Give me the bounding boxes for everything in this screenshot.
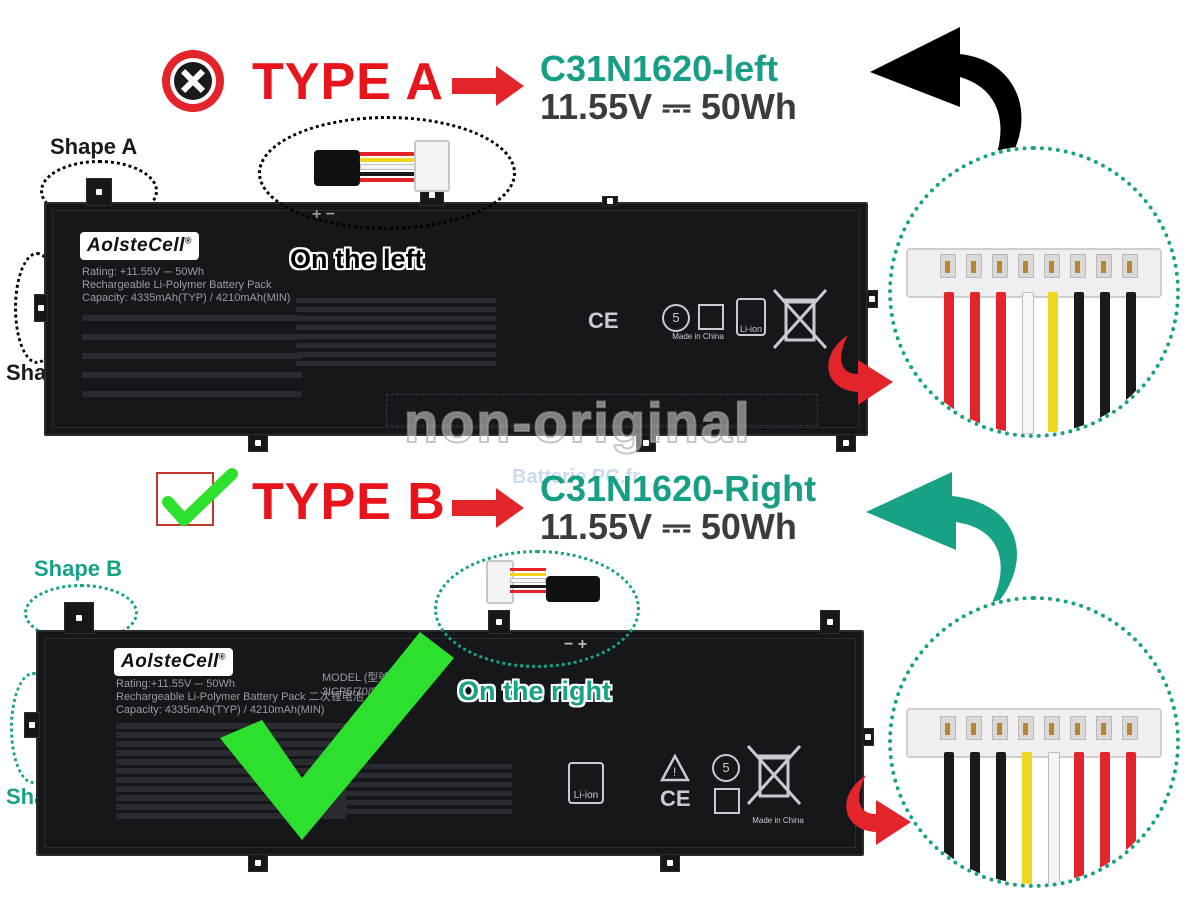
connector-pin bbox=[1018, 716, 1034, 740]
wire bbox=[1048, 292, 1058, 432]
connector-pin bbox=[966, 254, 982, 278]
shape-b-top-label: Shape B bbox=[34, 556, 123, 581]
connector-pin bbox=[1096, 716, 1112, 740]
type-b-title: TYPE B bbox=[252, 473, 446, 531]
watermark-text: non-original bbox=[403, 390, 752, 455]
connector-b-zoom bbox=[888, 596, 1180, 888]
wire bbox=[944, 752, 954, 884]
connector-pin bbox=[1070, 716, 1086, 740]
crossed-bin-icon bbox=[770, 284, 830, 359]
battery-b-rating: Rating:+11.55V ⎓ 50Wh Rechargeable Li-Po… bbox=[116, 678, 364, 716]
brand-logo: AolsteCell® bbox=[80, 232, 200, 260]
connector-a-zoom-wires bbox=[944, 292, 1164, 434]
type-b-connector-label: On the right bbox=[458, 676, 611, 706]
crossed-bin-icon bbox=[744, 740, 804, 815]
type-a-header: TYPE A C31N1620-left 11.55V ⎓ 50Wh bbox=[150, 40, 870, 130]
svg-text:!: ! bbox=[673, 765, 676, 779]
curved-arrow-teal-icon bbox=[856, 470, 1036, 625]
connector-pin bbox=[1044, 254, 1060, 278]
curved-arrow-red-icon bbox=[818, 330, 898, 415]
battery-a-cn-text bbox=[296, 294, 496, 384]
battery-type-a: AolsteCell® Rating: +11.55V ⎓ 50Wh Recha… bbox=[34, 178, 878, 452]
shape-a-top-label: Shape A bbox=[50, 134, 138, 159]
watermark-subtext: Batterie PC.fr bbox=[512, 466, 640, 488]
connector-b-zoom-wires bbox=[944, 752, 1164, 884]
type-b-header: TYPE B C31N1620-Right 11.55V ⎓ 50Wh bbox=[150, 460, 880, 550]
wire bbox=[1022, 292, 1034, 434]
check-icon bbox=[156, 468, 238, 526]
battery-a-warnings bbox=[82, 304, 302, 400]
connector-pin bbox=[1096, 254, 1112, 278]
type-b-spec: 11.55V ⎓ 50Wh bbox=[540, 506, 797, 547]
connector-a-zoom bbox=[888, 146, 1180, 438]
li-ion-icon: Li-ion bbox=[568, 762, 604, 804]
type-a-title: TYPE A bbox=[252, 53, 444, 111]
curved-arrow-red-icon bbox=[836, 770, 916, 855]
wire bbox=[1100, 292, 1110, 432]
battery-type-b: AolsteCell® Rating:+11.55V ⎓ 50Wh Rechar… bbox=[24, 602, 874, 872]
connector-pin bbox=[940, 254, 956, 278]
connector-a-cable bbox=[314, 150, 360, 186]
connector-pin bbox=[1044, 716, 1060, 740]
connector-pin bbox=[1070, 254, 1086, 278]
connector-a-plug bbox=[414, 140, 450, 192]
connector-pin bbox=[1122, 254, 1138, 278]
recycle-code-icon bbox=[698, 304, 724, 330]
wire bbox=[1100, 752, 1110, 884]
connector-pin bbox=[992, 716, 1008, 740]
wire bbox=[944, 292, 954, 432]
polarity-b-label: − + bbox=[564, 636, 588, 653]
arrow-right-icon bbox=[452, 66, 524, 111]
li-ion-icon: Li-ion bbox=[736, 298, 766, 336]
x-circle-icon bbox=[162, 50, 224, 112]
big-check-icon bbox=[210, 628, 460, 853]
wire bbox=[1074, 292, 1084, 432]
wire bbox=[1022, 752, 1032, 884]
wire bbox=[1074, 752, 1084, 884]
recycle-code-icon bbox=[714, 788, 740, 814]
connector-b-wires bbox=[510, 568, 546, 594]
wire bbox=[1126, 292, 1136, 432]
arrow-right-icon bbox=[452, 488, 524, 533]
warning-triangle-icon: ! bbox=[659, 753, 691, 787]
brand-logo: AolsteCell® bbox=[114, 648, 234, 676]
battery-b-cells: 3ICP5/70/81 bbox=[322, 686, 384, 698]
connector-a-wires bbox=[360, 152, 416, 182]
type-a-connector-label: On the left bbox=[290, 244, 424, 274]
connector-pin bbox=[1018, 254, 1034, 278]
made-in-china-label: Made in China bbox=[672, 332, 724, 341]
connector-a-zoom-pins bbox=[936, 254, 1166, 284]
connector-pin bbox=[1122, 716, 1138, 740]
battery-b-cn-text bbox=[322, 760, 512, 830]
type-a-model: C31N1620-left bbox=[540, 48, 779, 89]
connector-pin bbox=[992, 254, 1008, 278]
made-in-china-label: Made in China bbox=[752, 816, 804, 825]
wire bbox=[996, 752, 1006, 884]
recycle-5-icon: 5 bbox=[662, 304, 690, 332]
battery-a-rating: Rating: +11.55V ⎓ 50Wh Rechargeable Li-P… bbox=[82, 266, 291, 304]
wire bbox=[1048, 752, 1060, 884]
type-b-model: C31N1620-Right bbox=[540, 468, 817, 509]
connector-b-cable bbox=[546, 576, 600, 602]
wire bbox=[970, 292, 980, 432]
connector-pin bbox=[966, 716, 982, 740]
polarity-a-label: + − bbox=[312, 206, 336, 223]
type-a-spec: 11.55V ⎓ 50Wh bbox=[540, 86, 797, 127]
connector-b-zoom-pins bbox=[936, 716, 1166, 746]
connector-b-highlight bbox=[434, 550, 640, 668]
wire bbox=[1126, 752, 1136, 884]
wire bbox=[996, 292, 1006, 432]
connector-pin bbox=[940, 716, 956, 740]
ce-mark-icon: CE bbox=[660, 786, 691, 811]
curved-arrow-black-icon bbox=[860, 22, 1050, 217]
connector-a-highlight bbox=[258, 116, 516, 230]
recycle-5-icon: 5 bbox=[712, 754, 740, 782]
wire bbox=[970, 752, 980, 884]
label-placeholder-box bbox=[386, 394, 818, 426]
ce-mark-icon: CE bbox=[588, 308, 619, 333]
